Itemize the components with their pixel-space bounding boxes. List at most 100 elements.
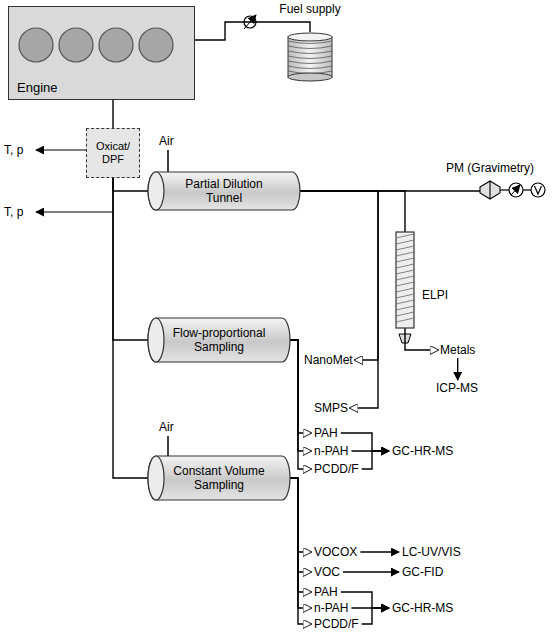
- pump-symbol: [509, 183, 523, 197]
- oxicat-node: Oxicat/ DPF: [86, 128, 140, 178]
- node-text: PM (Gravimetry): [446, 161, 534, 175]
- analysis-item: PCDD/F: [314, 462, 359, 476]
- node-text: GC-HR-MS: [392, 601, 453, 615]
- node-text: Fuel supply: [279, 2, 340, 16]
- filter-holder: [480, 181, 500, 199]
- connector-line: [290, 478, 311, 552]
- analysis-item: NanoMet: [304, 353, 353, 367]
- impactor-column: [396, 232, 414, 328]
- impactor-stage: [396, 276, 414, 280]
- analysis-item: GC-FID: [402, 565, 443, 579]
- annotation-label: T, p: [4, 143, 23, 157]
- analysis-item: n-PAH: [314, 444, 348, 458]
- annotation-label: Air: [159, 134, 174, 148]
- gas-meter-symbol: [531, 183, 545, 197]
- node-text: LC-UV/VIS: [402, 545, 461, 559]
- node-text: PCDD/F: [314, 462, 359, 476]
- cylinder-body: [148, 318, 290, 362]
- node-text: Metals: [440, 343, 475, 357]
- engine-cylinder: [139, 28, 173, 62]
- connector-line: [290, 478, 311, 572]
- sampling-cylinder: Flow-proportional Sampling: [148, 318, 290, 362]
- node-text: n-PAH: [314, 444, 348, 458]
- drum-outline: [288, 32, 332, 82]
- drum-body: [288, 37, 332, 77]
- analysis-item: LC-UV/VIS: [402, 545, 461, 559]
- connector-line: [113, 178, 148, 191]
- analysis-item: VOCOX: [314, 545, 357, 559]
- impactor-stage: [396, 294, 414, 298]
- analysis-item: GC-HR-MS: [392, 444, 453, 458]
- impactor-stage: [396, 252, 414, 256]
- analysis-item: PCDD/F: [314, 617, 359, 631]
- connector-line: [112, 100, 113, 128]
- node-text: NanoMet: [304, 353, 353, 367]
- node-text: GC-FID: [402, 565, 443, 579]
- connector-line: [290, 478, 311, 608]
- connector-line: [360, 551, 399, 552]
- filter-node: PM (Gravimetry): [480, 181, 500, 199]
- node-text: PAH: [314, 585, 338, 599]
- analysis-item: PAH: [314, 585, 338, 599]
- impactor-stage: [396, 270, 414, 274]
- coil-winding: [288, 61, 332, 64]
- connector-line: [362, 451, 389, 469]
- coil-winding: [288, 51, 332, 54]
- node-text: Engine: [17, 80, 57, 95]
- filter-outline: [480, 181, 500, 199]
- coil-winding: [288, 66, 332, 69]
- engine-cylinder: [19, 28, 53, 62]
- connector-line: [113, 178, 148, 340]
- engine-cylinder: [99, 28, 133, 62]
- coil-winding: [288, 56, 332, 59]
- air-inlet-pipe: [167, 436, 169, 456]
- elpi-node: ELPI: [396, 232, 414, 328]
- sampling-cylinder: Constant Volume Sampling: [148, 456, 290, 500]
- node-text: SMPS: [314, 401, 348, 415]
- node-text: Partial Dilution Tunnel: [166, 177, 282, 205]
- analysis-item: SMPS: [314, 401, 348, 415]
- connector-line: [290, 478, 311, 624]
- impactor-stage: [396, 300, 414, 304]
- air-inlet-pipe: [167, 150, 169, 172]
- impactor-stage: [396, 318, 414, 322]
- drum-top: [288, 33, 332, 41]
- analysis-item: ICP-MS: [436, 381, 478, 395]
- node-text: Flow-proportional Sampling: [166, 326, 272, 354]
- impactor-stage: [396, 240, 414, 244]
- node-text: ICP-MS: [436, 381, 478, 395]
- node-text: VOC: [314, 565, 340, 579]
- impactor-stage: [396, 234, 414, 238]
- connector-line: [300, 191, 378, 360]
- cylinder-end: [148, 456, 164, 500]
- connector-line: [405, 328, 438, 350]
- cylinder-end: [148, 318, 164, 362]
- engine-cylinder: [59, 28, 93, 62]
- connector-line: [300, 191, 378, 408]
- impactor-stage: [396, 246, 414, 250]
- cylinder-end: [148, 172, 164, 210]
- analysis-item: GC-HR-MS: [392, 601, 453, 615]
- sampling-cylinder: Partial Dilution Tunnel: [148, 172, 300, 210]
- analysis-item: PAH: [314, 426, 338, 440]
- measurement-arrow: [36, 149, 86, 150]
- drum-bottom: [288, 73, 332, 81]
- node-text: ELPI: [422, 288, 448, 302]
- cylinder-body: [148, 456, 290, 500]
- node-text: VOCOX: [314, 545, 357, 559]
- sample-line: [523, 189, 531, 190]
- annotation-label: T, p: [4, 205, 23, 219]
- node-text: n-PAH: [314, 601, 348, 615]
- connector-line: [300, 191, 405, 232]
- analysis-item: Metals: [440, 343, 475, 357]
- node-text: GC-HR-MS: [392, 444, 453, 458]
- connector-line: [362, 608, 389, 624]
- impactor-stage: [396, 264, 414, 268]
- node-text: Constant Volume Sampling: [166, 464, 272, 492]
- node-text: Oxicat/ DPF: [89, 140, 137, 166]
- measurement-arrow: [36, 211, 113, 212]
- connector-line: [113, 178, 148, 478]
- impactor-stage: [396, 312, 414, 316]
- impactor-stage: [396, 306, 414, 310]
- analysis-item: VOC: [314, 565, 340, 579]
